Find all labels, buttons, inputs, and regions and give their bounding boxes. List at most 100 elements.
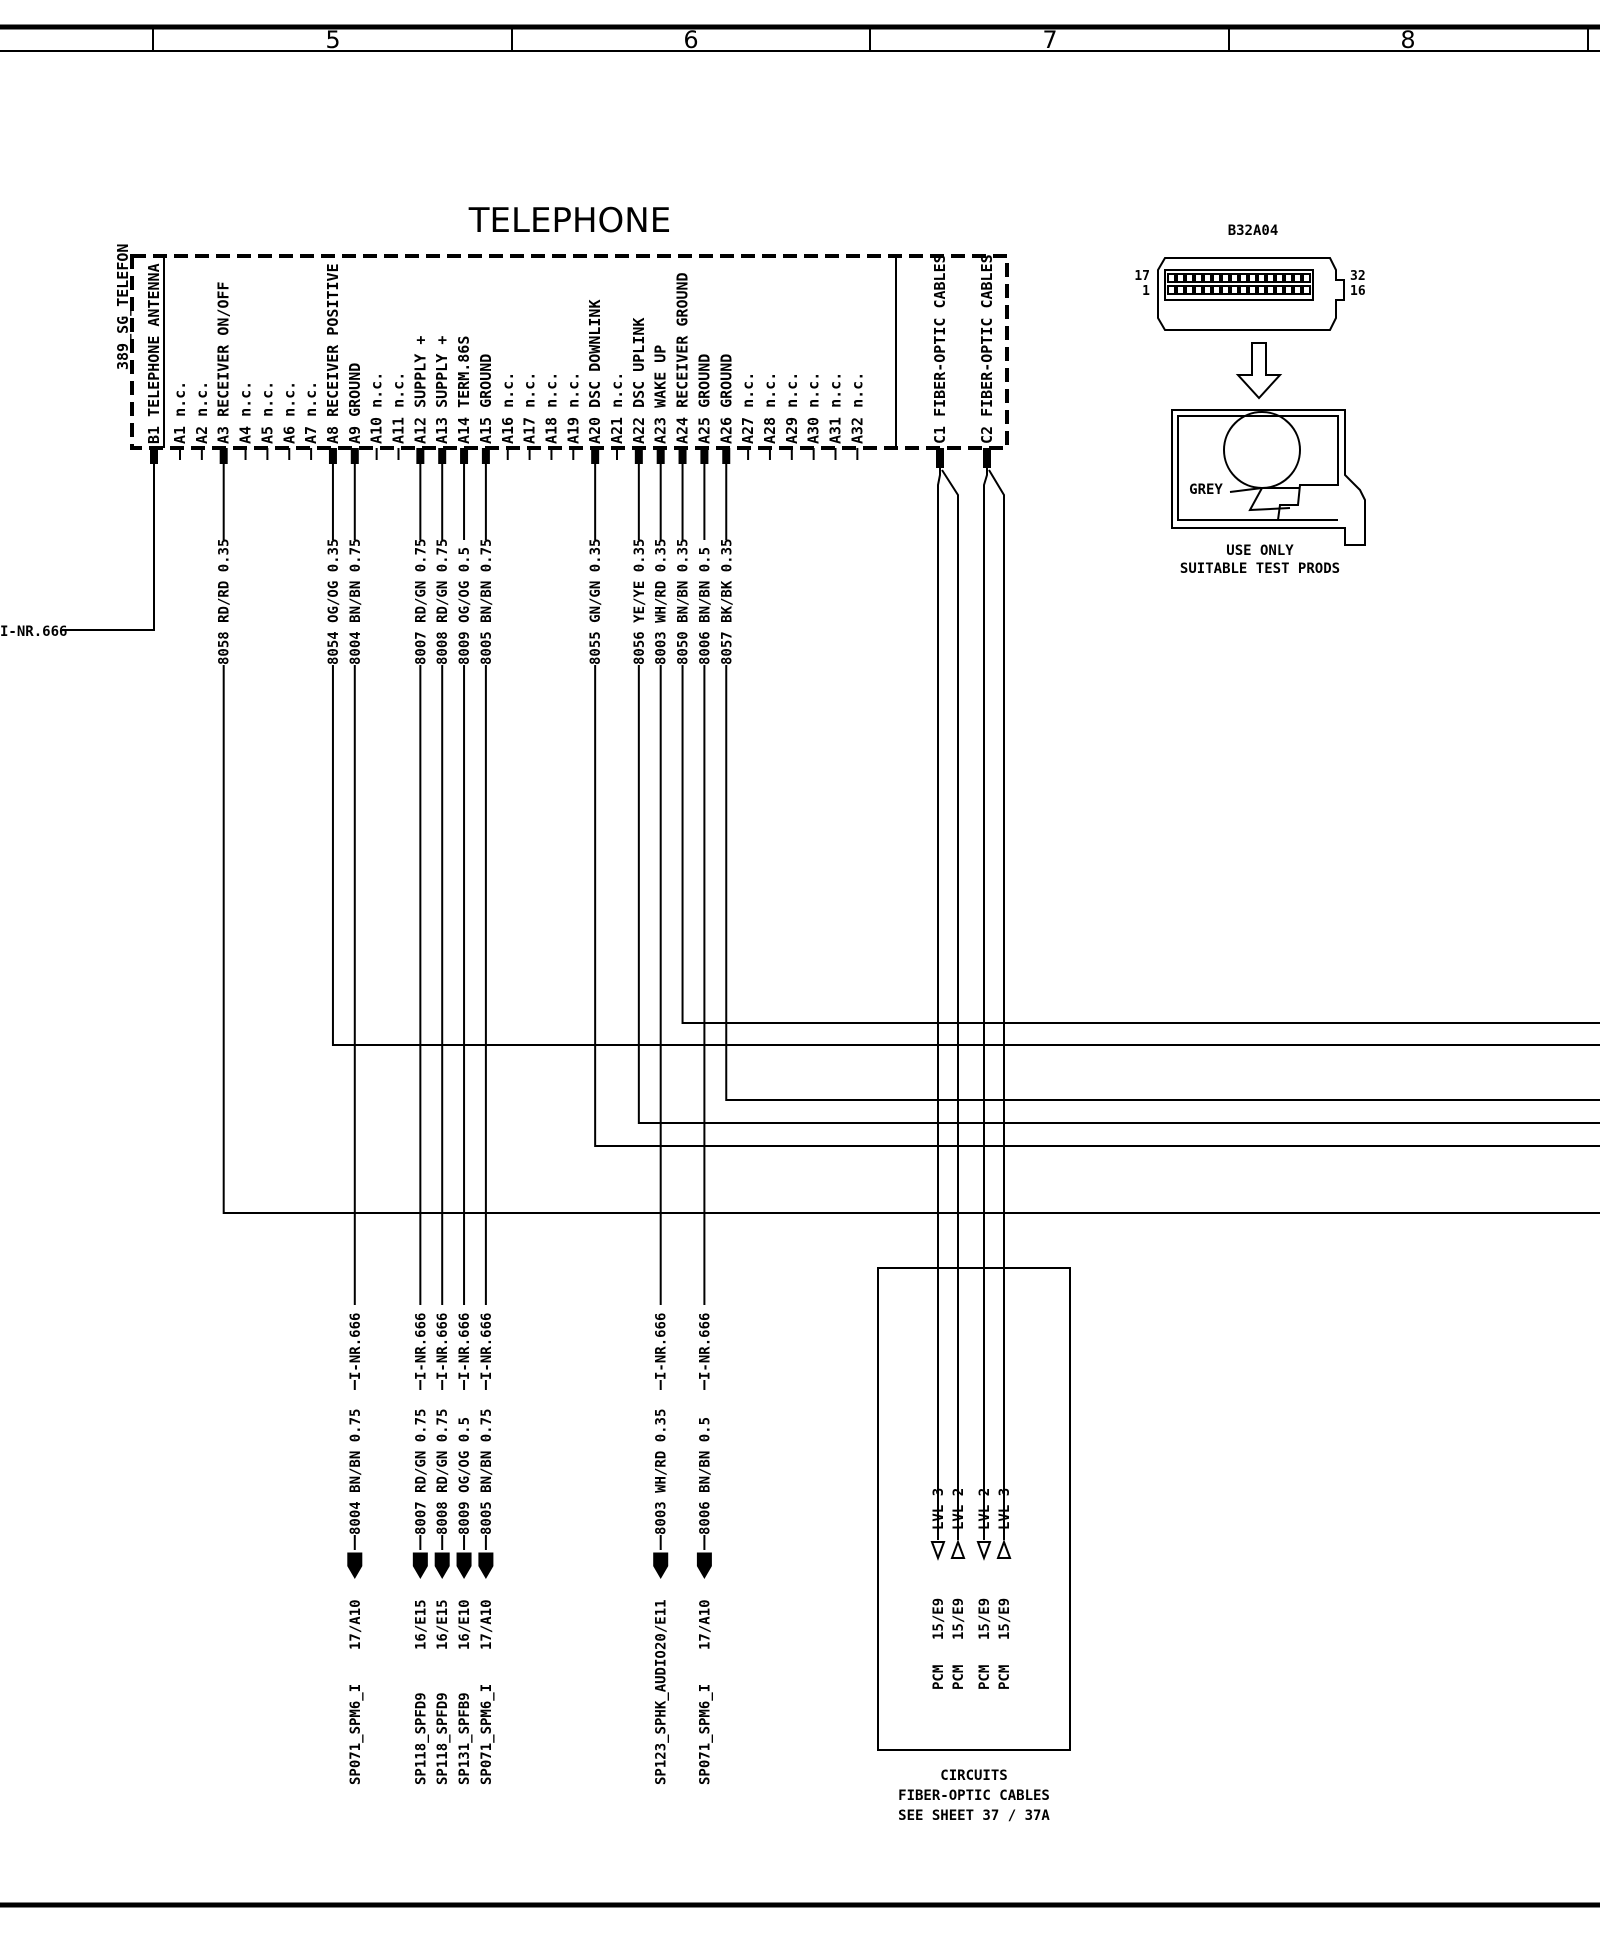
pin-label-a7: A7 n.c. [302, 381, 320, 444]
pin-label-a24: A24 RECEIVER GROUND [674, 272, 692, 444]
fiber-ref: 15/E9 [951, 1598, 967, 1640]
fiber-cable [937, 460, 941, 1540]
fiber-target: PCM [931, 1665, 947, 1690]
probe-tip-icon [1223, 411, 1301, 489]
pin-terminal [150, 448, 158, 464]
splice-name: SP118_SPFD9 [413, 1692, 429, 1785]
pin-terminal [656, 448, 665, 464]
antenna-ref-label: I-NR.666 [0, 624, 67, 640]
connector-pin-number: 32 [1350, 269, 1366, 284]
pin-label-a31: A31 n.c. [827, 372, 845, 444]
inr-label: I-NR.666 [697, 1313, 713, 1380]
pin-terminal [591, 448, 600, 464]
pin-label-a17: A17 n.c. [521, 372, 539, 444]
fiber-level-label: LVL 2 [977, 1488, 993, 1530]
inr-label: I-NR.666 [413, 1313, 429, 1380]
connector-cavity [1248, 273, 1257, 283]
splice-wire-label: 8008 RD/GN 0.75 [435, 1409, 451, 1535]
pin-terminal [350, 448, 359, 464]
connector-cavity [1212, 273, 1221, 283]
connector-cavity [1239, 273, 1248, 283]
splice-wire-label: 8005 BN/BN 0.75 [479, 1409, 495, 1535]
module-id-label: 389_SG_TELEFON [114, 244, 132, 370]
splice-name: SP123_SPHK_AUDIO [654, 1650, 670, 1785]
arrow-up-icon [996, 1539, 1012, 1559]
pin-terminal [634, 448, 643, 464]
connector-face [1164, 269, 1314, 301]
column-number: 5 [325, 26, 340, 54]
connector-cavity [1230, 285, 1239, 295]
pin-label-a9: A9 GROUND [346, 363, 364, 444]
splice-wire-label: 8007 RD/GN 0.75 [413, 1409, 429, 1535]
pin-label-a22: A22 DSC UPLINK [630, 318, 648, 444]
splice-ref: 17/A10 [348, 1599, 364, 1650]
connector-cavity [1257, 273, 1266, 283]
fiber-cable [941, 469, 959, 1540]
wire-label-a3: 8058 RD/RD 0.35 [217, 539, 233, 665]
splice-ref: 20/E11 [654, 1599, 670, 1650]
connector-id: B32A04 [1228, 223, 1279, 239]
pin-label-a27: A27 n.c. [739, 372, 757, 444]
splice-connector-icon [456, 1552, 472, 1579]
pin-label-a19: A19 n.c. [564, 372, 582, 444]
connector-pin-number: 16 [1350, 284, 1366, 299]
fiber-level-label: LVL 2 [951, 1488, 967, 1530]
fiber-ref: 15/E9 [997, 1598, 1013, 1640]
pin-label-a18: A18 n.c. [542, 372, 560, 444]
pin-terminal [219, 448, 228, 464]
fiber-target: PCM [977, 1665, 993, 1690]
pin-terminal [460, 448, 469, 464]
connector-cavity [1284, 285, 1293, 295]
pin-terminal [678, 448, 687, 464]
splice-wire-label: 8003 WH/RD 0.35 [654, 1409, 670, 1535]
pin-label-a2: A2 n.c. [193, 381, 211, 444]
wire-label-a23: 8003 WH/RD 0.35 [654, 539, 670, 665]
wire-label-a25: 8006 BN/BN 0.5 [697, 547, 713, 665]
connector-cavity [1221, 273, 1230, 283]
splice-ref: 16/E15 [413, 1599, 429, 1650]
fiber-level-label: LVL 3 [931, 1488, 947, 1530]
fiber-caption: FIBER-OPTIC CABLES [898, 1788, 1050, 1804]
wire-label-a9: 8004 BN/BN 0.75 [348, 539, 364, 665]
inr-label: I-NR.666 [457, 1313, 473, 1380]
splice-connector-icon [696, 1552, 712, 1579]
wire-label-a14: 8009 OG/OG 0.5 [457, 547, 473, 665]
splice-connector-icon [653, 1552, 669, 1579]
pin-label-a5: A5 n.c. [258, 381, 276, 444]
pin-label-a16: A16 n.c. [499, 372, 517, 444]
wire-label-a22: 8056 YE/YE 0.35 [632, 539, 648, 665]
arrow-down-icon [930, 1541, 946, 1561]
pin-label-a26: A26 GROUND [717, 354, 735, 444]
connector-cavity [1302, 273, 1311, 283]
connector-cavity [1185, 273, 1194, 283]
splice-ref: 17/A10 [479, 1599, 495, 1650]
connector-note: USE ONLY [1226, 543, 1294, 559]
pin-label-c1: C1 FIBER-OPTIC CABLES [931, 254, 949, 444]
wire-run-a24 [681, 665, 1600, 1024]
pin-label-a29: A29 n.c. [783, 372, 801, 444]
wire-run-a3 [222, 665, 1600, 1214]
pin-label-a6: A6 n.c. [280, 381, 298, 444]
module-title: TELEPHONE [468, 201, 671, 241]
splice-wire-label: 8004 BN/BN 0.75 [348, 1409, 364, 1535]
connector-cavity [1167, 273, 1176, 283]
connector-pin-number: 17 [1134, 269, 1150, 284]
pin-label-c2: C2 FIBER-OPTIC CABLES [978, 254, 996, 444]
connector-cavity [1230, 273, 1239, 283]
wire-label-a24: 8050 BN/BN 0.35 [676, 539, 692, 665]
inr-label: I-NR.666 [435, 1313, 451, 1380]
inr-label: I-NR.666 [479, 1313, 495, 1380]
inr-label: I-NR.666 [348, 1313, 364, 1380]
connector-cavity [1248, 285, 1257, 295]
connector-cavity [1194, 285, 1203, 295]
splice-connector-icon [347, 1552, 363, 1579]
pin-terminal [700, 448, 709, 464]
column-number: 7 [1042, 26, 1057, 54]
connector-cavity [1275, 285, 1284, 295]
fiber-cable [983, 460, 988, 1540]
